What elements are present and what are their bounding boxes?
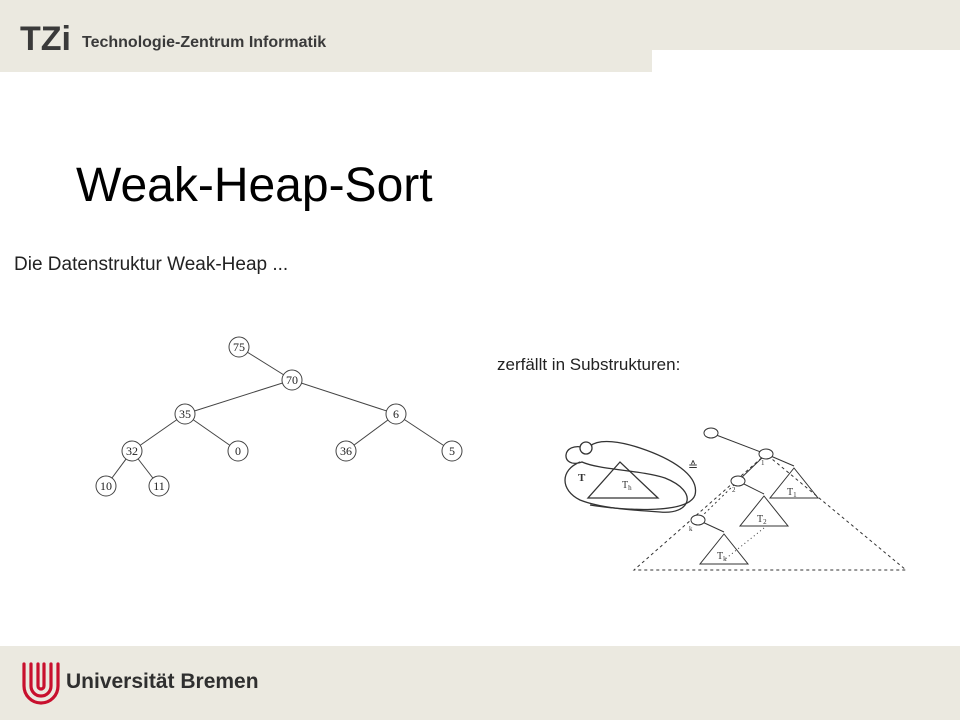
th-triangle <box>586 461 660 499</box>
t2-tk-dots <box>723 527 765 561</box>
heap-node-label: 11 <box>153 479 165 493</box>
heap-node-circle <box>95 475 117 497</box>
index-2-label: 2 <box>732 486 736 494</box>
heap-node-label: 32 <box>126 444 138 458</box>
heap-node-circle <box>121 440 143 462</box>
heap-node-circle <box>335 440 357 462</box>
heap-node-label: 35 <box>179 407 191 421</box>
heap-node-circle <box>281 369 303 391</box>
heap-node-circle <box>228 336 250 358</box>
header-bar-right <box>652 0 960 50</box>
slide-title: Weak-Heap-Sort <box>76 159 433 212</box>
heap-node-circle <box>385 403 407 425</box>
heap-edge <box>291 379 397 415</box>
institute-name: Technologie-Zentrum Informatik <box>82 34 327 51</box>
th-label-base: T <box>622 480 628 491</box>
tk-label: Tk <box>717 551 727 563</box>
footer-bar <box>0 646 960 720</box>
heap-edge <box>131 413 186 452</box>
heap-node-label: 5 <box>449 444 455 458</box>
substructure-text: zerfällt in Substrukturen: <box>497 355 681 374</box>
heap-node-label: 6 <box>393 407 399 421</box>
heap-node-label: 75 <box>233 340 245 354</box>
t1-triangle <box>768 467 820 499</box>
heap-node-label: 0 <box>235 444 241 458</box>
tk-triangle <box>698 533 750 565</box>
lasso-inner <box>589 440 697 511</box>
heap-node-circle <box>174 403 196 425</box>
heap-node-label: 36 <box>340 444 352 458</box>
heap-edge <box>395 413 453 452</box>
heap-node-label: 70 <box>286 373 298 387</box>
tzi-logo: TZi <box>20 20 71 58</box>
tk-label-base: T <box>717 551 723 562</box>
t1-label: T1 <box>787 487 797 499</box>
index-k-label: k <box>689 525 693 533</box>
lasso-outline <box>564 445 688 513</box>
th-label-sub: h <box>628 484 632 492</box>
t2-label-sub: 2 <box>763 518 767 526</box>
equiv-symbol: ≙ <box>688 459 698 473</box>
outer-root-node <box>703 427 719 439</box>
heap-tree-labels: 75 70 35 6 32 0 36 5 10 11 <box>100 340 455 493</box>
tzi-logo-text: TZi <box>20 20 71 58</box>
tk-label-sub: k <box>723 555 727 563</box>
heap-edge <box>184 413 239 452</box>
t2-triangle <box>738 495 790 527</box>
t2-label: T2 <box>757 514 767 526</box>
t1-label-base: T <box>787 487 793 498</box>
index-1-label: 1 <box>761 459 765 467</box>
substructure-right-nodes <box>690 427 774 526</box>
t1-label-sub: 1 <box>793 491 797 499</box>
t2-label-base: T <box>757 514 763 525</box>
node-k <box>690 514 706 526</box>
heap-tree-nodes <box>95 336 463 497</box>
university-name: Universität Bremen <box>66 670 259 693</box>
spine-edge <box>737 453 767 482</box>
intro-text: Die Datenstruktur Weak-Heap ... <box>14 254 289 275</box>
spine-dashed <box>697 480 739 521</box>
th-label: Th <box>622 480 632 492</box>
heap-edge <box>184 379 293 415</box>
outer-dashed-triangle <box>632 453 908 571</box>
header-bar <box>0 0 652 72</box>
heap-node-circle <box>227 440 249 462</box>
node-1 <box>758 448 774 460</box>
heap-node-circle <box>148 475 170 497</box>
university-logo-icon <box>22 662 60 705</box>
tree-label-t: T <box>578 472 586 484</box>
root-edge <box>710 432 767 455</box>
heap-node-circle <box>441 440 463 462</box>
node-2 <box>730 475 746 487</box>
heap-node-label: 10 <box>100 479 112 493</box>
substructure-left <box>564 440 697 513</box>
tree-root-circle <box>579 441 593 455</box>
